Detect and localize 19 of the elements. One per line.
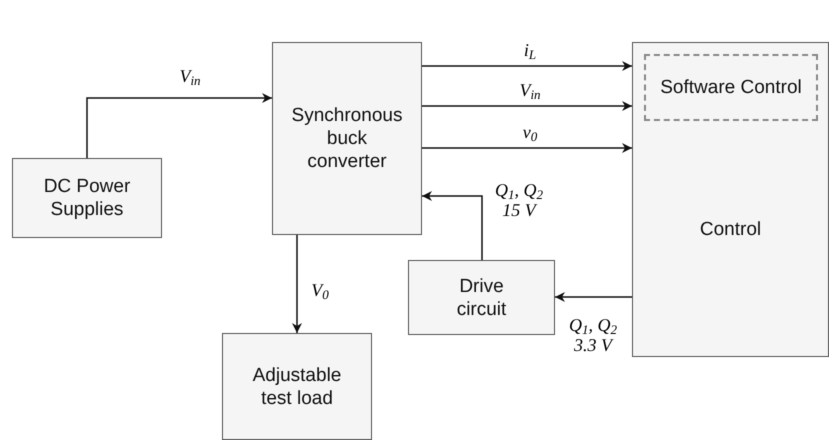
arrow	[422, 61, 632, 71]
arrow	[422, 143, 632, 153]
block-box	[222, 333, 372, 440]
block-label: Control	[700, 218, 762, 241]
block-label: Synchronous buck converter	[290, 104, 404, 173]
block-box	[632, 42, 829, 357]
block-box	[408, 260, 555, 335]
block-label: DC Power Supplies	[42, 175, 132, 221]
arrow	[422, 101, 632, 111]
block-label: Drive circuit	[456, 274, 508, 320]
block-box	[12, 158, 162, 238]
arrow	[555, 292, 632, 302]
block-label: Software Control	[660, 76, 802, 99]
dashed-region	[644, 54, 818, 121]
arrow	[422, 191, 483, 260]
block-box	[272, 42, 422, 235]
arrow	[86, 93, 272, 158]
block-label: Adjustable test load	[252, 364, 342, 410]
arrow	[292, 235, 302, 333]
